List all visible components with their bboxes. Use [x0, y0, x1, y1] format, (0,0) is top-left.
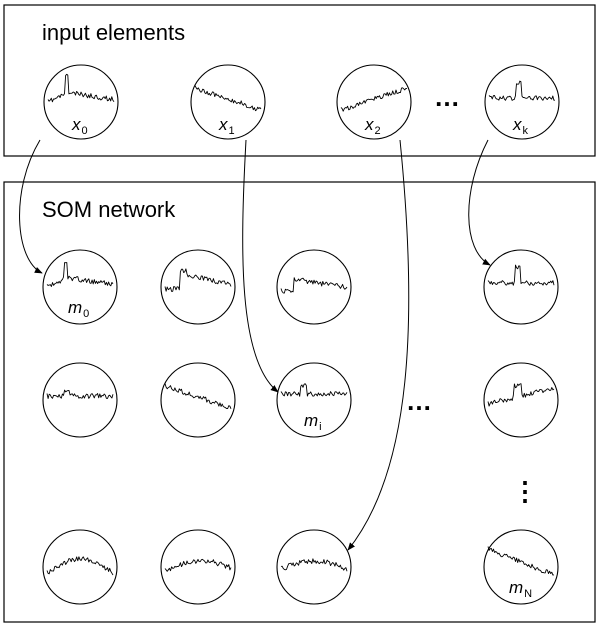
- input-node-x2-circle: [336, 64, 412, 140]
- som-node-r2c3-waveform: [280, 383, 348, 397]
- som-node-r3c3-waveform: [280, 558, 348, 572]
- input-label-x0: x0: [71, 115, 88, 137]
- som-panel: [3, 181, 596, 623]
- som-node-r3c1-circle: [42, 529, 118, 605]
- som-node-r2c1-waveform: [46, 389, 114, 399]
- som-node-r1c1-waveform: [46, 262, 114, 287]
- arrow-x2-to-mlast: [347, 139, 410, 551]
- som-node-r2c1-circle: [42, 362, 118, 438]
- som-node-r3c3: [276, 529, 352, 605]
- som-label-m0: m0: [68, 298, 89, 320]
- input-nodes: x0 x1 x2 xk: [43, 64, 560, 140]
- input-node-x1: x1: [190, 64, 266, 140]
- som-node-r1c1-circle: [42, 249, 118, 325]
- arrow-x0-to-m0: [19, 139, 43, 274]
- som-panel-title: SOM network: [42, 197, 176, 222]
- input-label-xk: xk: [512, 115, 529, 137]
- som-node-r2c4-circle: [483, 362, 559, 438]
- som-node-r1c2: [160, 249, 236, 325]
- som-node-r2c3: [276, 362, 352, 438]
- som-node-r1c4: [483, 249, 559, 325]
- arrow-xk-to-top-right: [468, 139, 491, 266]
- som-node-r1c2-circle: [160, 249, 236, 325]
- input-node-xk: xk: [484, 64, 560, 140]
- som-node-r1c2-waveform: [164, 268, 232, 292]
- input-node-x0-circle: [43, 64, 119, 140]
- som-label-mi: mi: [304, 411, 322, 433]
- som-node-r3c1-waveform: [46, 556, 114, 576]
- som-node-r3c2-circle: [160, 529, 236, 605]
- input-node-xk-circle: [484, 64, 560, 140]
- input-node-x2: x2: [336, 64, 412, 140]
- som-node-r3c2-waveform: [164, 558, 232, 572]
- som-node-r3c4-circle: [483, 529, 559, 605]
- input-label-x2: x2: [364, 115, 381, 137]
- input-node-x2-waveform: [340, 87, 408, 112]
- som-node-r1c1: [42, 249, 118, 325]
- som-node-r3c4-waveform: [487, 546, 555, 576]
- som-node-r2c4: [483, 362, 559, 438]
- som-node-r1c4-waveform: [487, 264, 555, 286]
- input-node-x0: x0: [43, 64, 119, 140]
- arrow-x1-to-mi: [242, 139, 279, 393]
- som-node-r3c4: [483, 529, 559, 605]
- input-panel-title: input elements: [42, 20, 185, 45]
- som-node-r1c3-waveform: [280, 277, 348, 294]
- input-node-x1-waveform: [194, 85, 262, 112]
- som-node-r2c2-circle: [160, 362, 236, 438]
- input-node-x0-waveform: [47, 73, 115, 103]
- input-label-x1: x1: [218, 115, 235, 137]
- som-node-r3c2: [160, 529, 236, 605]
- som-node-r2c1: [42, 362, 118, 438]
- input-panel: [3, 4, 596, 157]
- som-node-r1c3-circle: [276, 249, 352, 325]
- som-node-r3c1: [42, 529, 118, 605]
- som-ellipsis-horizontal: …: [406, 386, 432, 416]
- som-node-r1c3: [276, 249, 352, 325]
- som-node-r2c4-waveform: [487, 383, 555, 407]
- som-node-r1c4-circle: [483, 249, 559, 325]
- som-node-r3c3-circle: [276, 529, 352, 605]
- input-node-x1-circle: [190, 64, 266, 140]
- som-label-mN: mN: [509, 578, 532, 600]
- som-ellipsis-vertical: ⋮: [512, 476, 538, 506]
- input-ellipsis: …: [434, 82, 460, 112]
- som-nodes: m0 mi mN: [42, 249, 559, 605]
- som-node-r2c3-circle: [276, 362, 352, 438]
- som-node-r2c2-waveform: [164, 383, 232, 409]
- input-node-xk-waveform: [488, 80, 555, 101]
- som-node-r2c2: [160, 362, 236, 438]
